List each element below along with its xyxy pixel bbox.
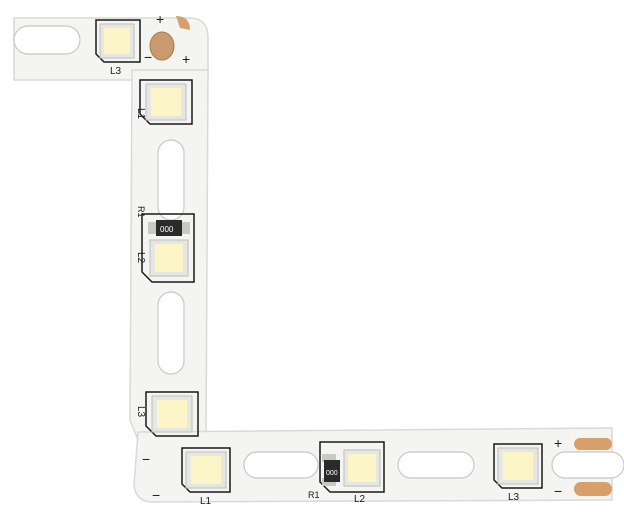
resistor-vertical [148,220,190,236]
label-led-vertical-l1: L1 [135,108,146,120]
label-led-vertical-l2: L2 [135,252,146,264]
slot-top [13,25,81,55]
led-vertical-l3 [145,391,199,437]
polarity-plus-top-right: + [182,51,190,67]
solder-pad-bottom-plus [574,438,612,450]
slot-vertical-1 [157,139,185,221]
label-resistor-vertical: R1 [136,206,146,218]
led-bottom-l3 [493,443,543,489]
label-led-bottom-l3: L3 [508,492,520,503]
slot-vertical-2 [157,291,185,375]
led-bottom-l1 [181,447,231,493]
slot-bottom-2 [397,451,475,479]
polarity-plus-top: + [156,11,164,27]
polarity-minus-corner-lower: − [152,487,160,503]
polarity-minus-corner-upper: − [142,451,150,467]
label-led-top-l3: L3 [110,66,122,77]
led-top-l3 [95,19,141,63]
led-vertical-l1 [139,79,193,125]
slot-bottom-1 [243,451,319,479]
solder-pad-top [149,31,175,61]
led-bottom-l2 [319,441,385,493]
label-resistor-bottom: R1 [308,490,320,500]
polarity-plus-bottom: + [554,435,562,451]
polarity-minus-bottom: − [554,483,562,499]
solder-pad-bottom-minus [574,482,612,496]
solder-pad-top-corner [176,16,190,30]
resistor-bottom-code: 000 [326,470,338,477]
resistor-bottom [322,454,340,486]
label-led-vertical-l3: L3 [135,406,146,418]
polarity-minus-top: − [144,49,152,65]
slot-bottom-3 [551,451,624,479]
label-led-bottom-l2: L2 [354,494,366,505]
label-led-bottom-l1: L1 [200,496,212,507]
led-vertical-l2 [141,213,195,283]
resistor-vertical-code: 000 [160,225,174,234]
